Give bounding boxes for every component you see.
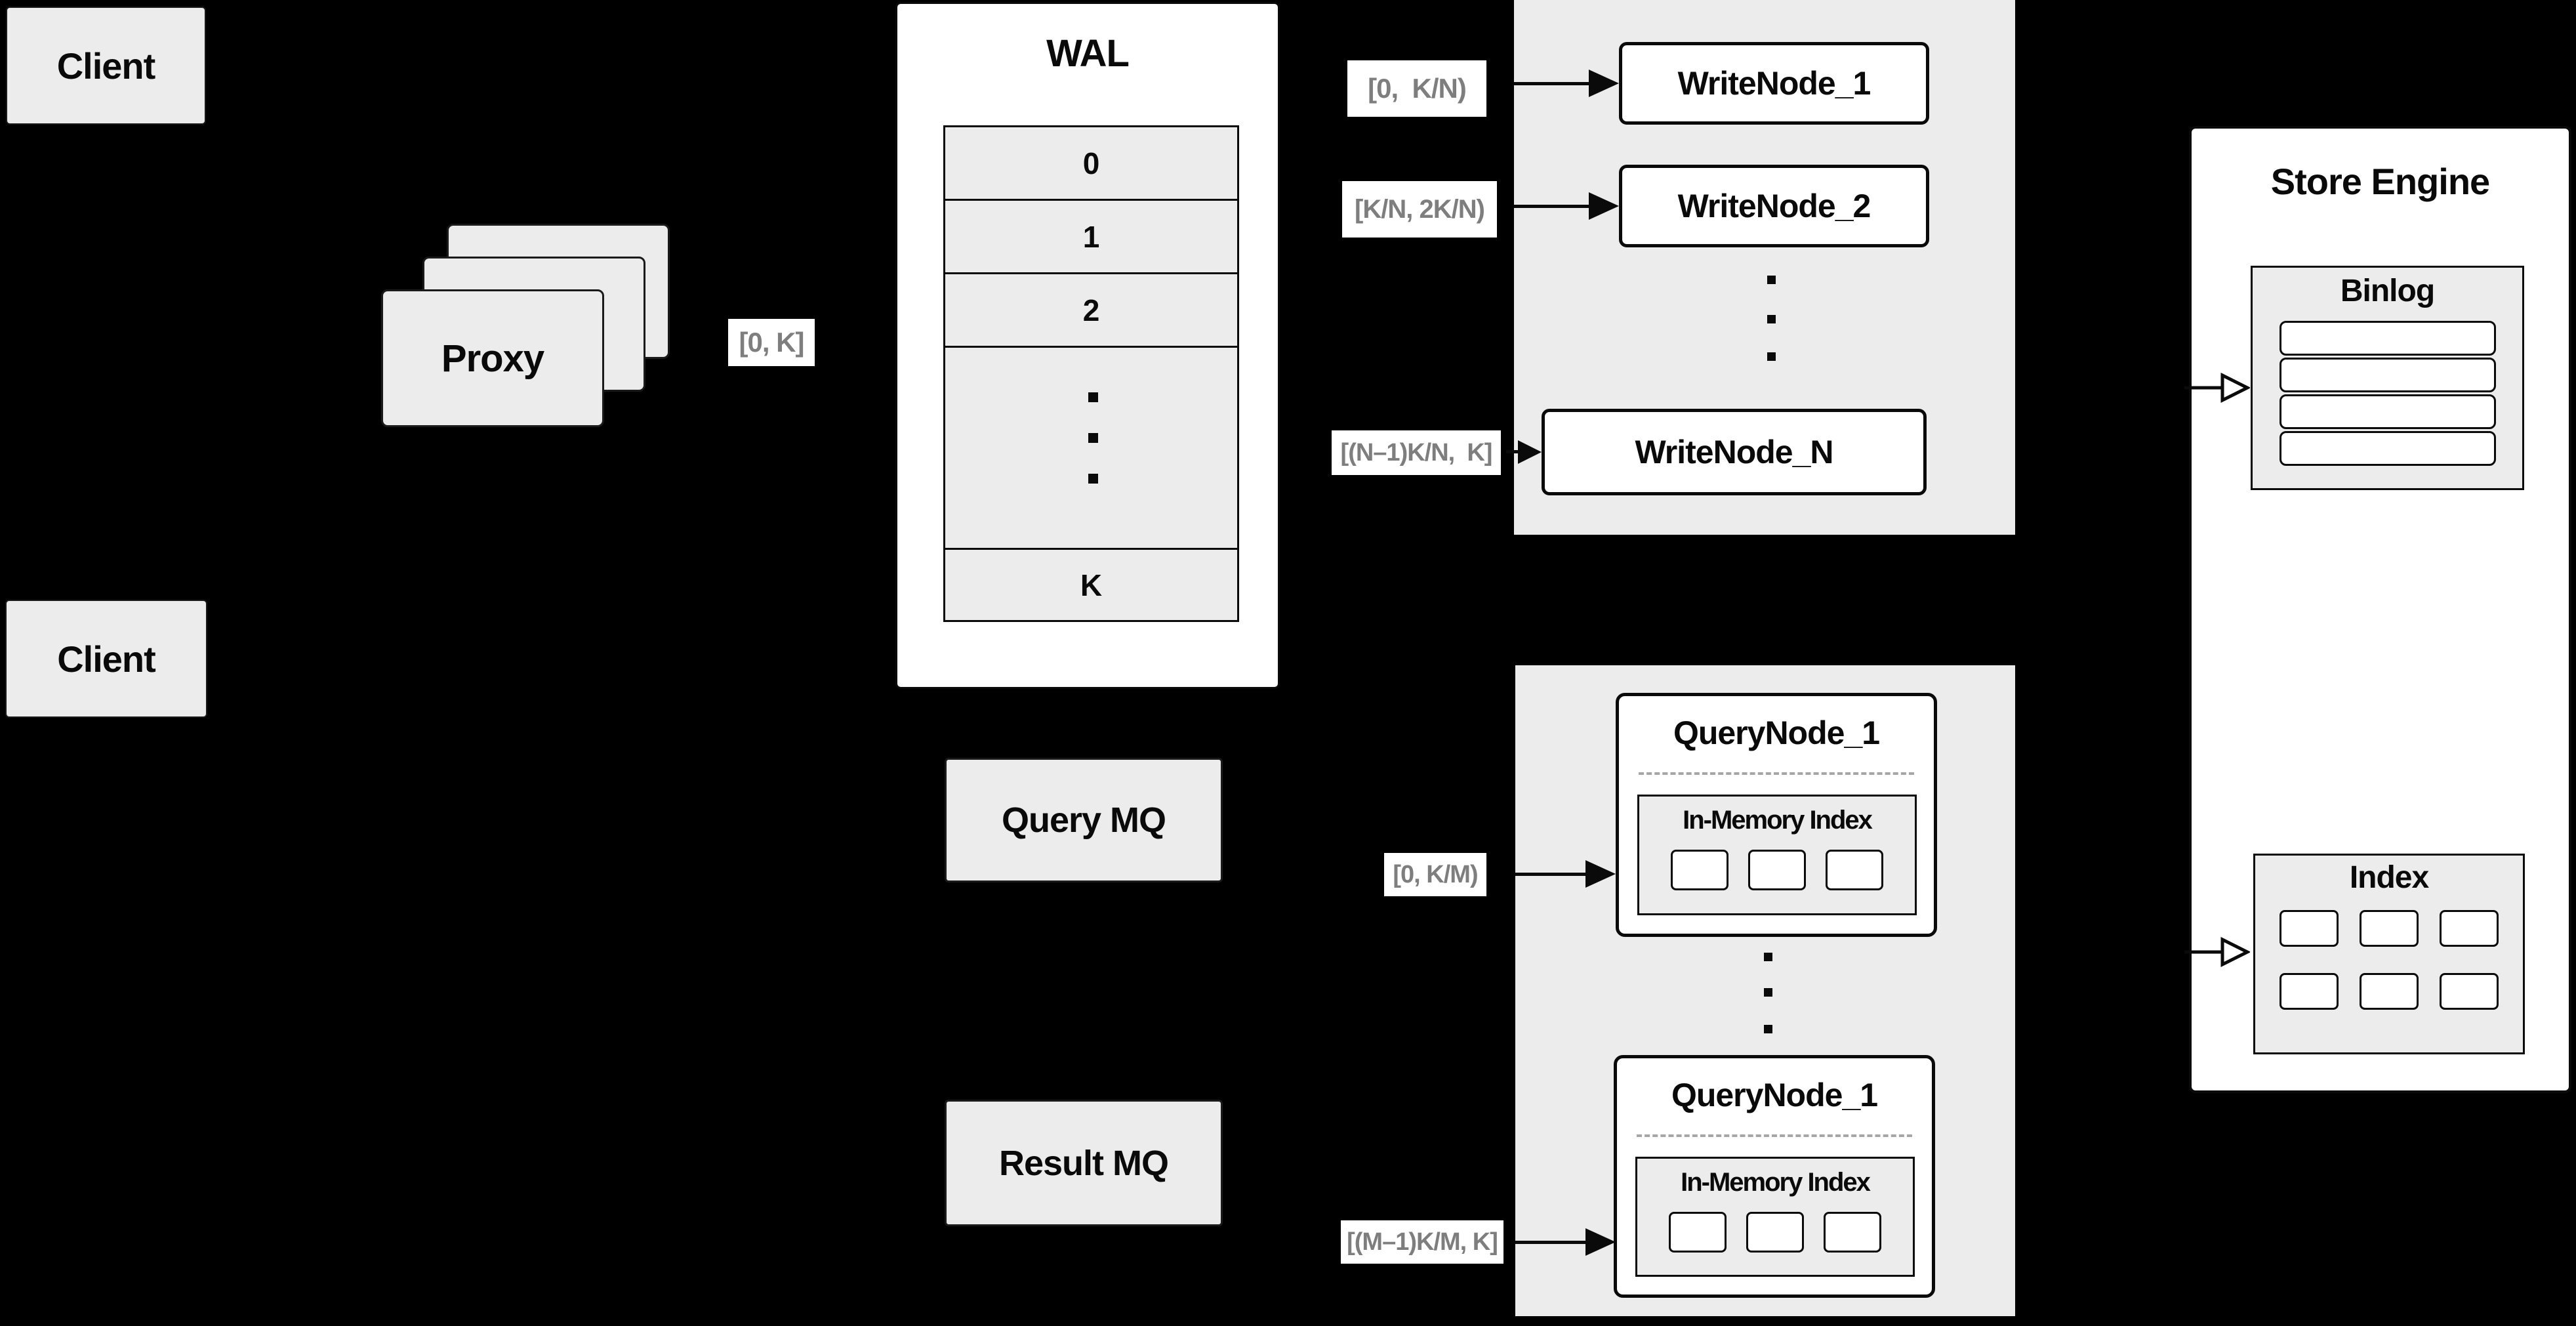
- binlog-row: [2279, 394, 2496, 429]
- range-label-query-1: [0, K/M): [1384, 853, 1486, 896]
- wal-row-2: 2: [943, 272, 1239, 348]
- index-segment-chip: [1826, 850, 1883, 890]
- range-label-write-2: [K/N, 2K/N): [1342, 181, 1497, 238]
- arrow-head: [1585, 1228, 1616, 1256]
- wal-row-ellipsis: [943, 346, 1239, 550]
- arrow-head: [1518, 440, 1542, 464]
- range-label-write-n: [(N–1)K/N, K]: [1332, 430, 1501, 475]
- query-cluster-ellipsis-dot: [1764, 988, 1772, 997]
- hollow-arrow-to-binlog: [2184, 372, 2250, 404]
- binlog-row: [2279, 321, 2496, 356]
- binlog-box: Binlog: [2251, 266, 2524, 490]
- index-file-chip: [2280, 910, 2339, 947]
- arrow-to-writenode-1: [1514, 82, 1590, 85]
- client-bottom-box: Client: [5, 600, 207, 718]
- client-top-box: Client: [6, 7, 206, 125]
- query-node-divider: [1637, 1134, 1912, 1137]
- index-file-chip: [2280, 973, 2339, 1010]
- index-title: Index: [2349, 860, 2429, 895]
- ellipsis-dot: [1088, 392, 1098, 402]
- index-file-chip: [2440, 973, 2499, 1010]
- in-memory-index-box-bottom: In-Memory Index: [1635, 1157, 1915, 1277]
- index-box: Index: [2253, 854, 2525, 1054]
- write-node-2-box: WriteNode_2: [1619, 165, 1929, 247]
- proxy-box: Proxy: [381, 289, 604, 427]
- index-segment-chip: [1746, 1212, 1804, 1253]
- arrow-head: [1585, 860, 1616, 888]
- store-engine-box: Store Engine Binlog Index: [2189, 126, 2571, 1093]
- write-cluster-ellipsis-dot: [1767, 276, 1776, 284]
- arrow-head: [1589, 70, 1619, 97]
- range-label-full: [0, K]: [728, 319, 815, 366]
- index-segment-chip: [1669, 1212, 1727, 1253]
- index-segment-chip: [1748, 850, 1806, 890]
- wal-row-0: 0: [943, 125, 1239, 201]
- in-memory-index-label: In-Memory Index: [1681, 1168, 1871, 1197]
- in-memory-index-label: In-Memory Index: [1683, 806, 1873, 835]
- wal-table: 0 1 2 K: [943, 125, 1239, 622]
- write-cluster-ellipsis-dot: [1767, 315, 1776, 323]
- in-memory-index-box-top: In-Memory Index: [1637, 795, 1917, 915]
- index-file-chip: [2360, 910, 2419, 947]
- query-node-bottom-title: QueryNode_1: [1671, 1077, 1878, 1113]
- arrow-to-writenode-2: [1514, 205, 1590, 208]
- range-label-write-1: [0, K/N): [1347, 60, 1486, 117]
- query-cluster-ellipsis-dot: [1764, 1025, 1772, 1033]
- index-file-chip: [2360, 973, 2419, 1010]
- binlog-row: [2279, 431, 2496, 466]
- wal-title: WAL: [1046, 32, 1130, 75]
- wal-row-1: 1: [943, 199, 1239, 274]
- proxy-label: Proxy: [441, 337, 544, 380]
- client-top-label: Client: [56, 45, 156, 87]
- arrow-to-writenode-n: [1506, 450, 1521, 453]
- query-node-divider: [1639, 772, 1914, 775]
- index-segment-chip: [1671, 850, 1728, 890]
- query-node-top-box: QueryNode_1 In-Memory Index: [1616, 693, 1937, 937]
- query-node-bottom-box: QueryNode_1 In-Memory Index: [1614, 1055, 1935, 1298]
- arrow-head: [1589, 192, 1619, 220]
- arrow-to-querynode-bottom: [1515, 1241, 1587, 1244]
- binlog-row: [2279, 358, 2496, 392]
- wal-container: WAL 0 1 2 K: [895, 2, 1280, 689]
- index-segment-chip: [1824, 1212, 1881, 1253]
- wal-row-k: K: [943, 548, 1239, 622]
- index-file-chip: [2440, 910, 2499, 947]
- store-engine-title: Store Engine: [2270, 161, 2490, 202]
- ellipsis-dot: [1088, 474, 1098, 484]
- query-node-top-title: QueryNode_1: [1673, 715, 1880, 751]
- result-mq-box: Result MQ: [945, 1100, 1223, 1226]
- write-cluster-ellipsis-dot: [1767, 352, 1776, 361]
- binlog-title: Binlog: [2340, 274, 2435, 308]
- query-cluster-ellipsis-dot: [1764, 953, 1772, 961]
- write-node-1-box: WriteNode_1: [1619, 42, 1929, 125]
- arrow-to-querynode-top: [1515, 873, 1587, 876]
- query-mq-box: Query MQ: [945, 758, 1223, 882]
- range-label-query-m: [(M–1)K/M, K]: [1341, 1220, 1503, 1264]
- client-bottom-label: Client: [57, 638, 156, 680]
- ellipsis-dot: [1088, 433, 1098, 443]
- hollow-arrow-to-index: [2184, 936, 2250, 968]
- write-node-n-box: WriteNode_N: [1542, 409, 1927, 495]
